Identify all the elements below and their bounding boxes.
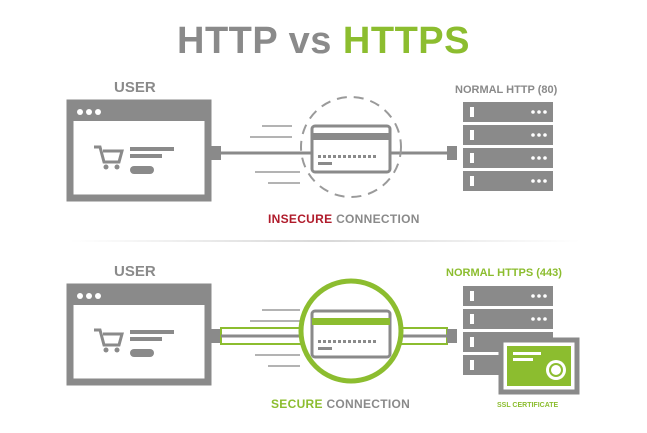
bottom-browser-window [66, 283, 212, 386]
bottom-server-label: NORMAL HTTPS (443) [446, 267, 562, 279]
top-credit-card [310, 124, 392, 174]
section-divider [70, 240, 580, 242]
top-speed-lines [250, 125, 300, 184]
connection-word-bottom: CONNECTION [326, 397, 411, 411]
insecure-word: INSECURE [268, 212, 333, 226]
page-title: HTTP vs HTTPS [0, 20, 647, 63]
top-user-label: USER [114, 79, 156, 96]
title-http: HTTP vs [177, 20, 332, 62]
title-https: HTTPS [342, 20, 470, 62]
top-browser-window [66, 99, 212, 202]
secure-connection-label: SECURE CONNECTION [271, 397, 410, 411]
insecure-connection-label: INSECURE CONNECTION [268, 212, 420, 226]
secure-word: SECURE [271, 397, 323, 411]
ssl-certificate-icon [498, 337, 580, 395]
top-connector [211, 146, 457, 160]
connection-word-top: CONNECTION [336, 212, 420, 226]
top-cart-icon [94, 145, 124, 170]
top-server-stack [463, 102, 553, 191]
seal-icon [546, 360, 566, 380]
ssl-certificate-label: SSL CERTIFICATE [497, 402, 559, 409]
bottom-credit-card [310, 309, 392, 359]
top-server-label: NORMAL HTTP (80) [455, 84, 558, 96]
top-dashed-circle [300, 96, 402, 198]
bottom-cart-icon [94, 328, 124, 353]
bottom-speed-lines [250, 309, 300, 367]
bottom-user-label: USER [114, 263, 156, 280]
